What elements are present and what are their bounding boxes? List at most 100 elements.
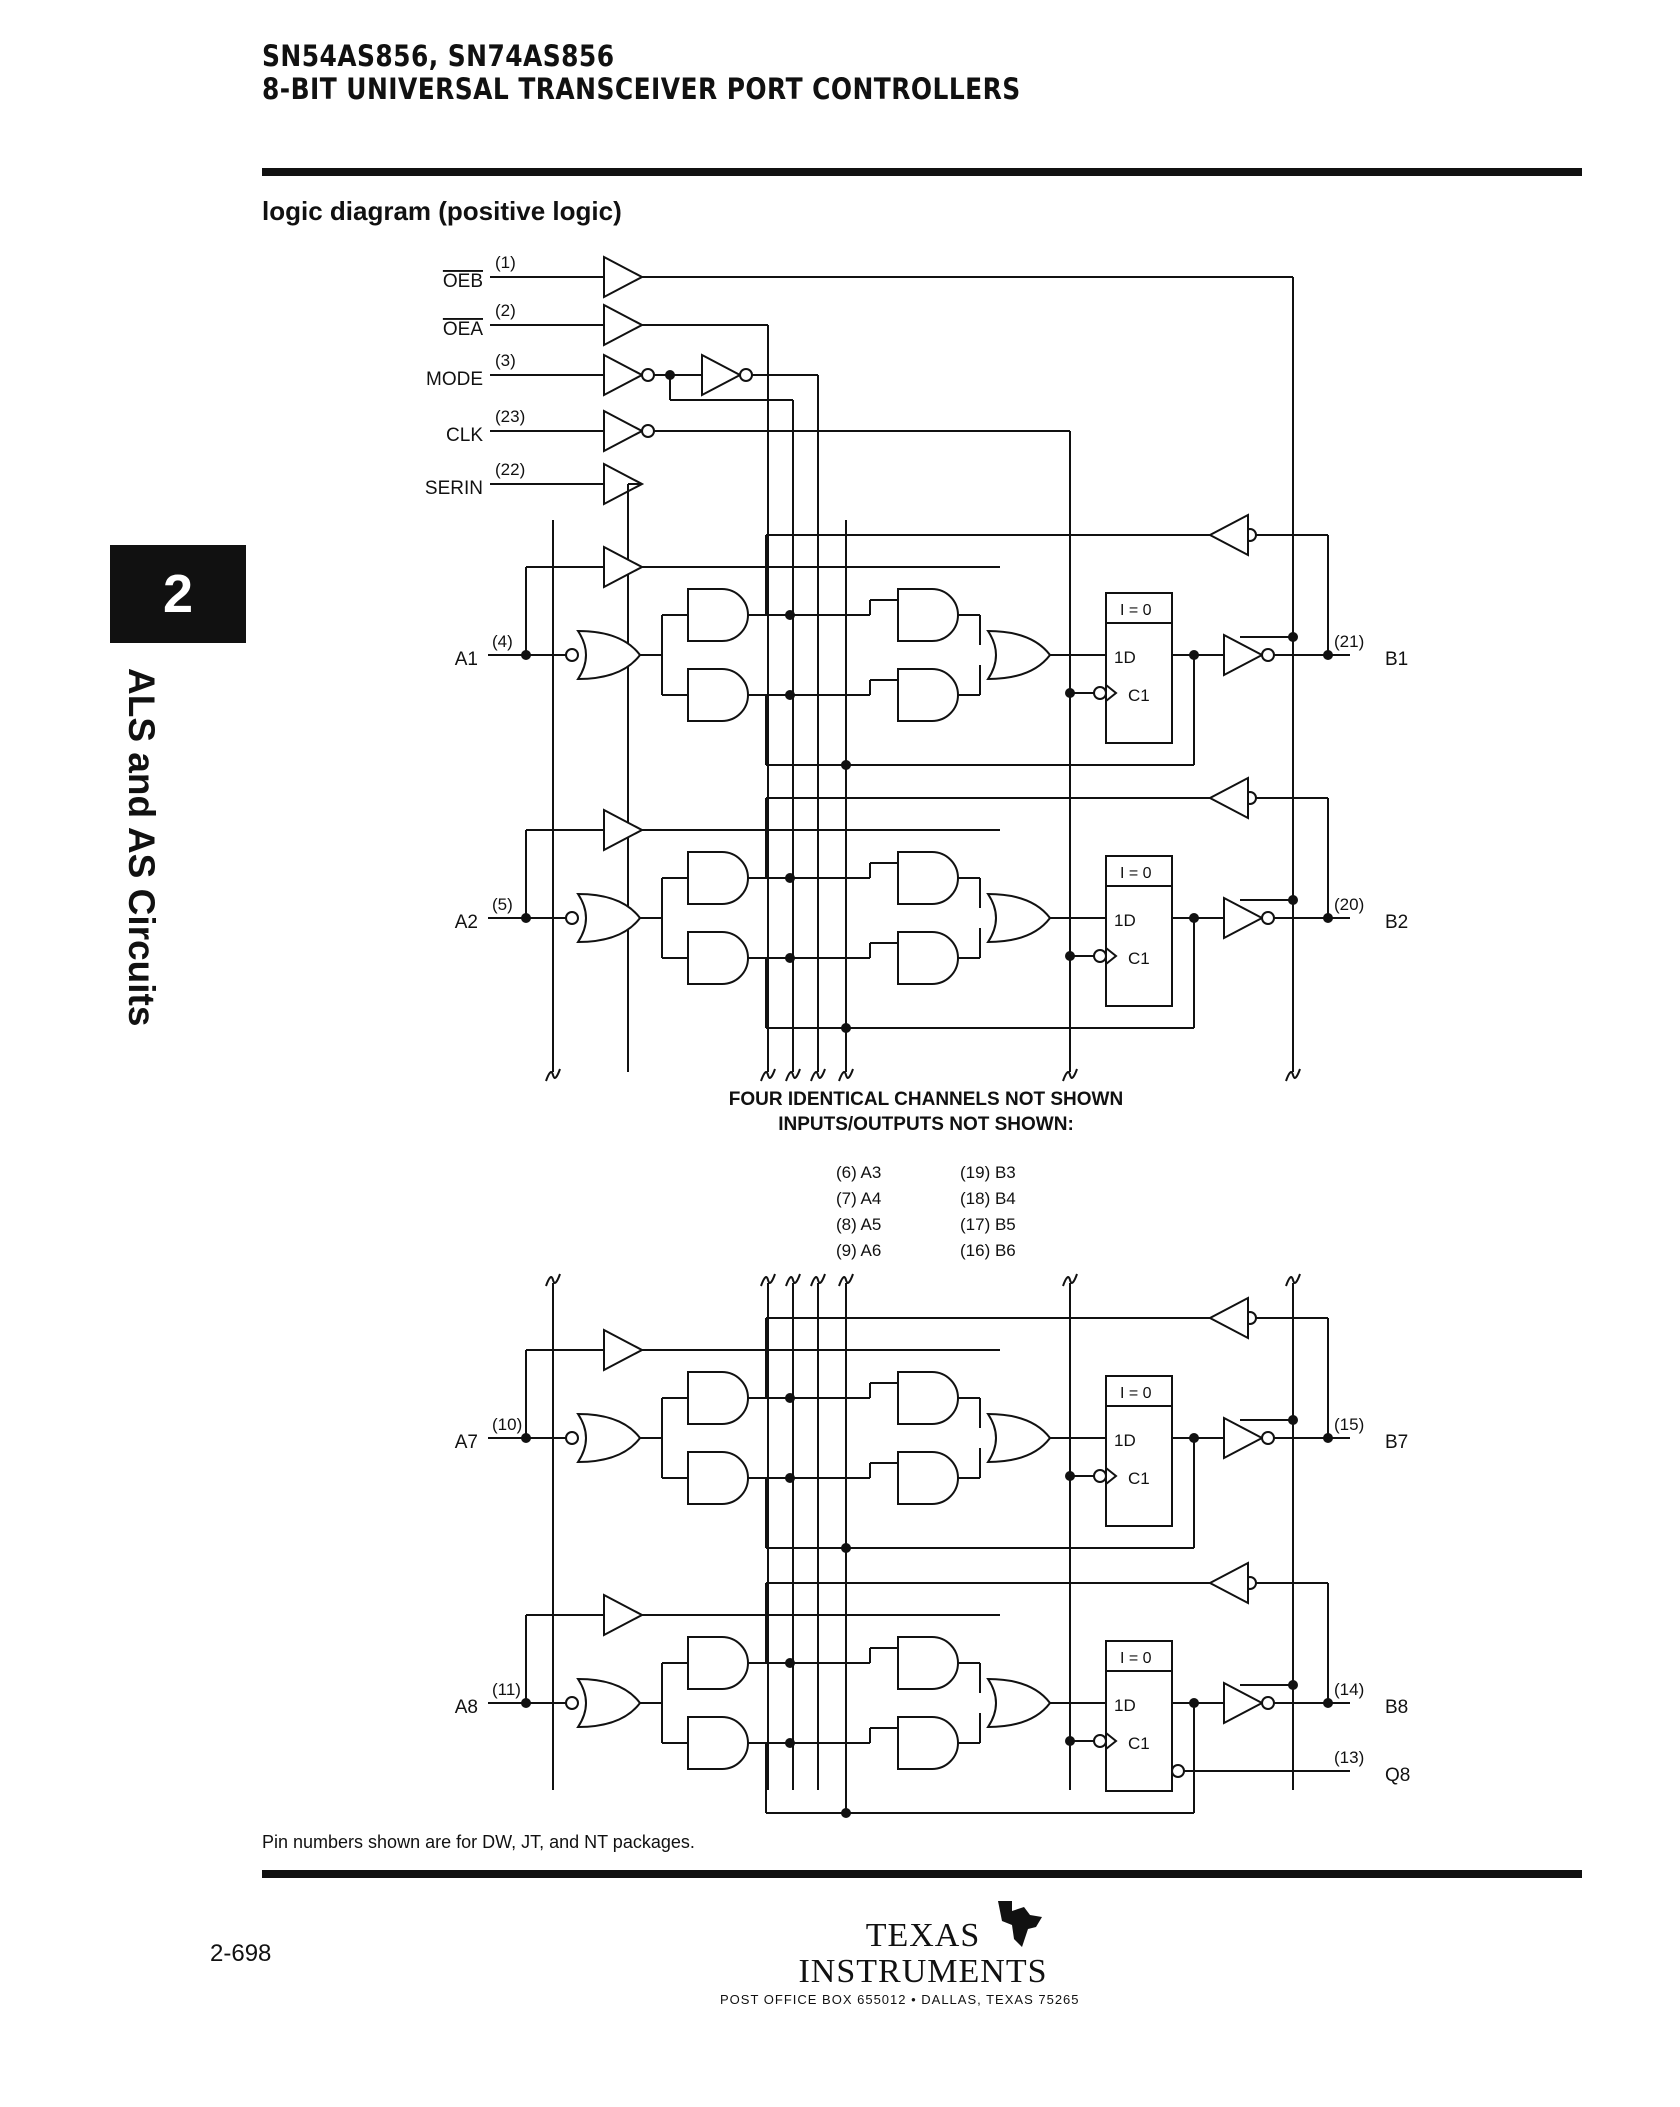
channel-output-name: B7 bbox=[1385, 1432, 1408, 1453]
and-gate bbox=[687, 1371, 749, 1425]
company-line1: TEXAS bbox=[865, 1917, 981, 1954]
break-mark bbox=[838, 1273, 854, 1287]
buffer-gate bbox=[603, 1593, 645, 1637]
company-name: TEXAS INSTRUMENTS bbox=[788, 1918, 1058, 1990]
ff-d-label: 1D bbox=[1114, 911, 1136, 930]
diagram-subtitle: logic diagram (positive logic) bbox=[262, 196, 622, 226]
break-mark bbox=[1062, 1273, 1078, 1287]
channel-output-name: B2 bbox=[1385, 912, 1408, 933]
buffer-gate bbox=[1207, 1296, 1249, 1340]
channel-output-name: B8 bbox=[1385, 1697, 1408, 1718]
top-rule bbox=[262, 168, 1582, 176]
or-gate bbox=[986, 1412, 1052, 1464]
inversion-bubble bbox=[565, 911, 579, 925]
inversion-bubble bbox=[1093, 1469, 1107, 1483]
inversion-bubble bbox=[1261, 1431, 1275, 1445]
and-gate bbox=[687, 1716, 749, 1770]
break-mark bbox=[785, 1068, 801, 1082]
control-input-pin: (1) bbox=[495, 253, 516, 272]
break-mark bbox=[810, 1273, 826, 1287]
ff-d-label: 1D bbox=[1114, 1431, 1136, 1450]
buffer-gate bbox=[1207, 513, 1249, 557]
not-shown-line1: FOUR IDENTICAL CHANNELS NOT SHOWN bbox=[729, 1089, 1123, 1110]
ti-logo-icon bbox=[998, 1901, 1042, 1947]
buffer-gate bbox=[603, 255, 645, 299]
and-gate bbox=[687, 931, 749, 985]
ff-d-label: 1D bbox=[1114, 1696, 1136, 1715]
buffer-gate bbox=[603, 353, 645, 397]
ff-clk-label: C1 bbox=[1128, 1734, 1150, 1753]
buffer-gate bbox=[603, 409, 645, 453]
flip-flop bbox=[1105, 1375, 1173, 1527]
not-shown-output: (17) B5 bbox=[960, 1215, 1016, 1234]
break-mark bbox=[810, 1068, 826, 1082]
ff-reset-label: I = 0 bbox=[1120, 602, 1152, 619]
inversion-bubble bbox=[1261, 1696, 1275, 1710]
ff-clock-edge bbox=[1105, 1732, 1118, 1750]
control-input-name: CLK bbox=[446, 425, 483, 446]
channel-input-pin: (4) bbox=[492, 632, 513, 651]
bottom-rule bbox=[262, 1870, 1582, 1878]
channel-input-name: A1 bbox=[455, 649, 478, 670]
channel-output-name: B1 bbox=[1385, 649, 1408, 670]
flip-flop bbox=[1105, 1640, 1173, 1792]
company-line2: INSTRUMENTS bbox=[798, 1953, 1048, 1990]
buffer-gate bbox=[701, 353, 743, 397]
buffer-gate bbox=[1223, 1681, 1265, 1725]
break-mark bbox=[545, 1068, 561, 1082]
buffer-gate bbox=[603, 545, 645, 589]
buffer-gate bbox=[1223, 896, 1265, 940]
channel-input-name: A2 bbox=[455, 912, 478, 933]
company-address: POST OFFICE BOX 655012 • DALLAS, TEXAS 7… bbox=[720, 1992, 1080, 2007]
and-gate bbox=[897, 1371, 959, 1425]
control-input-pin: (23) bbox=[495, 407, 525, 426]
channel-input-name: A7 bbox=[455, 1432, 478, 1453]
control-input-name: MODE bbox=[426, 369, 483, 390]
buffer-gate bbox=[1207, 776, 1249, 820]
q8-output-pin: (13) bbox=[1334, 1748, 1364, 1767]
buffer-gate bbox=[1207, 1561, 1249, 1605]
or-gate bbox=[986, 629, 1052, 681]
ff-clock-edge bbox=[1105, 1467, 1118, 1485]
not-shown-input: (6) A3 bbox=[836, 1163, 881, 1182]
channel-input-pin: (10) bbox=[492, 1415, 522, 1434]
and-gate bbox=[687, 851, 749, 905]
not-shown-input: (9) A6 bbox=[836, 1241, 881, 1260]
and-gate bbox=[687, 668, 749, 722]
or-gate bbox=[986, 1677, 1052, 1729]
and-gate bbox=[897, 1716, 959, 1770]
inversion-bubble bbox=[1093, 1734, 1107, 1748]
break-mark bbox=[1062, 1068, 1078, 1082]
ff-reset-label: I = 0 bbox=[1120, 865, 1152, 882]
or-gate bbox=[576, 629, 642, 681]
not-shown-output: (18) B4 bbox=[960, 1189, 1016, 1208]
buffer-gate bbox=[1223, 633, 1265, 677]
inversion-bubble bbox=[565, 1696, 579, 1710]
channel-input-name: A8 bbox=[455, 1697, 478, 1718]
and-gate bbox=[687, 588, 749, 642]
pin-footnote: Pin numbers shown are for DW, JT, and NT… bbox=[262, 1832, 695, 1852]
inversion-bubble bbox=[565, 648, 579, 662]
channel-output-pin: (20) bbox=[1334, 895, 1364, 914]
break-mark bbox=[838, 1068, 854, 1082]
not-shown-output: (16) B6 bbox=[960, 1241, 1016, 1260]
break-mark bbox=[785, 1273, 801, 1287]
channel-output-pin: (21) bbox=[1334, 632, 1364, 651]
header-part-numbers: SN54AS856, SN74AS856 bbox=[262, 39, 615, 73]
control-input-pin: (2) bbox=[495, 301, 516, 320]
break-mark bbox=[760, 1068, 776, 1082]
control-input-name: SERIN bbox=[425, 478, 483, 499]
inversion-bubble bbox=[1171, 1764, 1185, 1778]
and-gate bbox=[687, 1451, 749, 1505]
and-gate bbox=[897, 1636, 959, 1690]
channel-output-pin: (14) bbox=[1334, 1680, 1364, 1699]
inversion-bubble bbox=[1261, 911, 1275, 925]
inversion-bubble bbox=[1093, 686, 1107, 700]
control-input-pin: (3) bbox=[495, 351, 516, 370]
not-shown-input: (7) A4 bbox=[836, 1189, 881, 1208]
q8-output-name: Q8 bbox=[1385, 1765, 1410, 1786]
and-gate bbox=[897, 851, 959, 905]
not-shown-output: (19) B3 bbox=[960, 1163, 1016, 1182]
buffer-gate bbox=[603, 462, 645, 506]
